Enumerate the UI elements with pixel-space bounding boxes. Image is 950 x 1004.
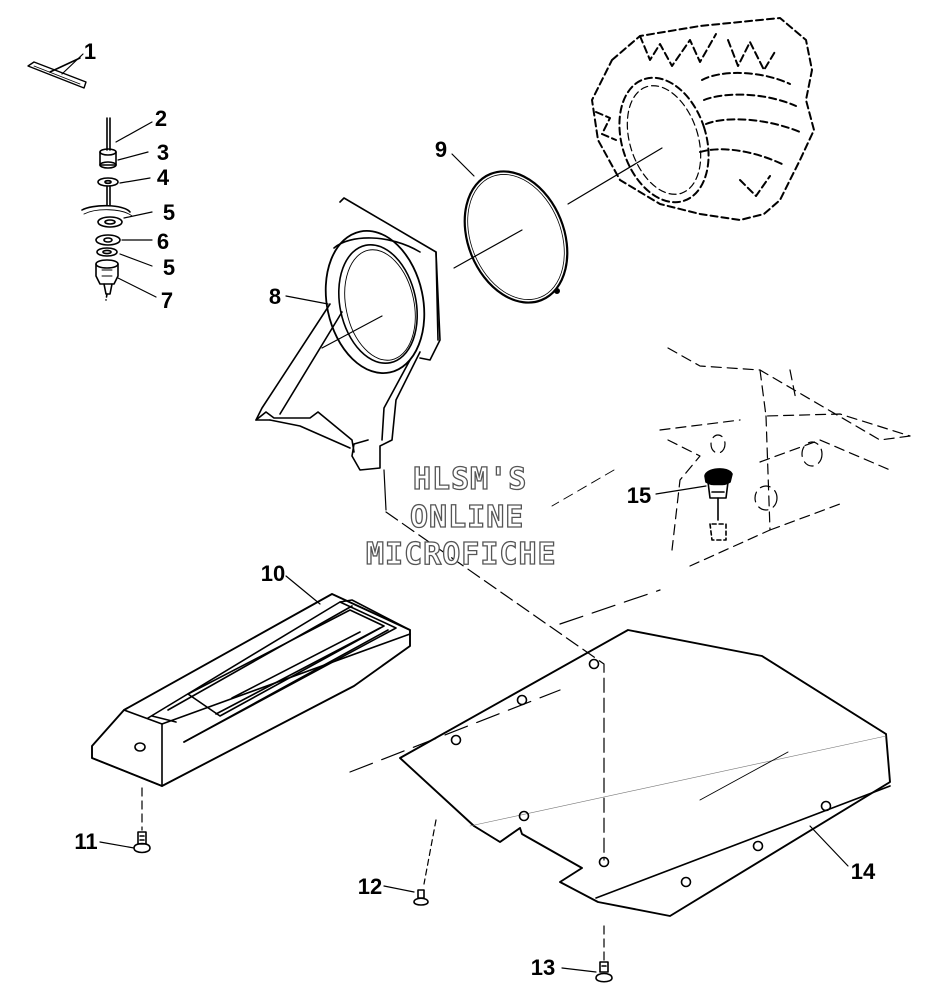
callout-10: 10 (260, 561, 286, 586)
part-1-clip (27, 57, 87, 89)
part-10-grate (91, 593, 411, 787)
screw-13 (595, 961, 613, 983)
callout-2: 2 (154, 106, 168, 131)
callout-13: 13 (530, 955, 556, 980)
callout-8: 8 (268, 284, 282, 309)
watermark-line-3: MICROFICHE (365, 537, 557, 572)
part-14-ride-plate (399, 629, 891, 917)
callout-4: 4 (156, 165, 170, 190)
hull-outline (659, 347, 911, 567)
alignment-lines (141, 147, 663, 963)
callout-12: 12 (357, 874, 383, 899)
callout-11: 11 (74, 829, 98, 854)
callout-7: 7 (160, 288, 174, 313)
part-15-fitting (704, 468, 733, 541)
fastener-stack-2-7 (81, 117, 133, 301)
part-8-shroud (255, 197, 441, 471)
callout-6: 6 (156, 229, 170, 254)
callout-9: 9 (434, 137, 448, 162)
callout-14: 14 (850, 859, 876, 884)
pump-housing (591, 17, 815, 221)
screw-12 (413, 889, 429, 906)
leader-lines (61, 53, 849, 973)
watermark-line-1: HLSM'S (412, 462, 528, 497)
callout-5: 5 (162, 200, 176, 225)
callout-1: 1 (83, 39, 97, 64)
screw-11 (133, 831, 151, 854)
part-9-o-ring (463, 170, 569, 304)
callout-5-lower: 5 (162, 255, 176, 280)
callout-15: 15 (626, 483, 652, 508)
callout-3: 3 (156, 140, 170, 165)
watermark-line-2: ONLINE (409, 500, 525, 535)
